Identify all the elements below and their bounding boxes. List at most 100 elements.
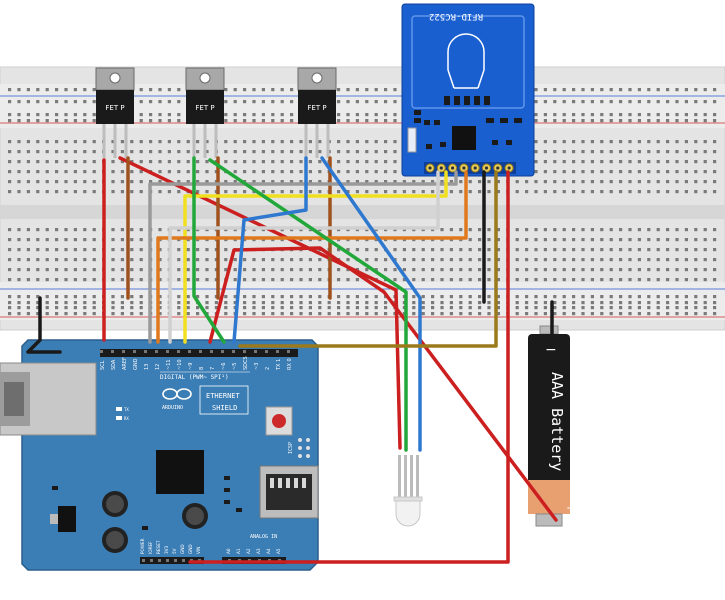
breadboard-hole: [355, 160, 359, 164]
breadboard-hole: [177, 140, 181, 144]
breadboard-hole: [224, 119, 228, 123]
breadboard-hole: [534, 228, 538, 232]
breadboard-hole: [694, 312, 698, 316]
breadboard-hole: [8, 312, 12, 316]
breadboard-hole: [55, 100, 59, 104]
breadboard-hole: [120, 190, 124, 194]
breadboard-hole: [365, 113, 369, 117]
breadboard-hole: [365, 88, 369, 92]
breadboard-hole: [346, 170, 350, 174]
breadboard-hole: [600, 268, 604, 272]
breadboard: [0, 66, 725, 331]
breadboard-hole: [318, 268, 322, 272]
breadboard-hole: [365, 119, 369, 123]
breadboard-hole: [468, 278, 472, 282]
breadboard-hole: [261, 150, 265, 154]
breadboard-hole: [543, 190, 547, 194]
breadboard-hole: [186, 306, 190, 310]
breadboard-hole: [196, 312, 200, 316]
breadboard-hole: [261, 278, 265, 282]
digital-pin-label: ~10: [177, 359, 183, 370]
breadboard-hole: [337, 88, 341, 92]
reset-button[interactable]: [265, 406, 293, 436]
breadboard-hole: [299, 295, 303, 299]
power-pin-label: POWER: [140, 538, 145, 554]
breadboard-hole: [130, 140, 134, 144]
breadboard-hole: [553, 119, 557, 123]
breadboard-hole: [666, 113, 670, 117]
breadboard-hole: [675, 113, 679, 117]
breadboard-hole: [196, 170, 200, 174]
breadboard-hole: [487, 278, 491, 282]
breadboard-hole: [45, 278, 49, 282]
breadboard-hole: [158, 248, 162, 252]
breadboard-hole: [92, 160, 96, 164]
breadboard-hole: [308, 312, 312, 316]
breadboard-hole: [656, 140, 660, 144]
breadboard-hole: [572, 268, 576, 272]
breadboard-hole: [55, 295, 59, 299]
breadboard-hole: [459, 306, 463, 310]
breadboard-hole: [243, 88, 247, 92]
breadboard-hole: [299, 258, 303, 262]
breadboard-hole: [73, 306, 77, 310]
breadboard-hole: [384, 160, 388, 164]
breadboard-hole: [637, 268, 641, 272]
breadboard-hole: [299, 180, 303, 184]
breadboard-hole: [83, 160, 87, 164]
breadboard-hole: [318, 312, 322, 316]
breadboard-hole: [186, 295, 190, 299]
breadboard-hole: [440, 190, 444, 194]
breadboard-hole: [55, 306, 59, 310]
breadboard-hole: [553, 248, 557, 252]
breadboard-hole: [478, 258, 482, 262]
breadboard-hole: [158, 150, 162, 154]
breadboard-hole: [459, 312, 463, 316]
breadboard-hole: [628, 258, 632, 262]
breadboard-hole: [167, 119, 171, 123]
breadboard-hole: [252, 119, 256, 123]
breadboard-hole: [628, 180, 632, 184]
breadboard-hole: [45, 312, 49, 316]
breadboard-hole: [713, 278, 717, 282]
breadboard-hole: [421, 312, 425, 316]
breadboard-hole: [73, 190, 77, 194]
breadboard-hole: [713, 295, 717, 299]
breadboard-hole: [26, 140, 30, 144]
breadboard-hole: [308, 278, 312, 282]
rfid-label: RFID-RC522: [429, 11, 483, 21]
breadboard-hole: [55, 180, 59, 184]
breadboard-hole: [600, 170, 604, 174]
breadboard-hole: [365, 301, 369, 305]
breadboard-hole: [515, 238, 519, 242]
breadboard-hole: [421, 306, 425, 310]
breadboard-hole: [243, 301, 247, 305]
breadboard-hole: [290, 88, 294, 92]
breadboard-hole: [73, 88, 77, 92]
breadboard-hole: [628, 238, 632, 242]
breadboard-hole: [8, 170, 12, 174]
breadboard-hole: [393, 140, 397, 144]
breadboard-hole: [355, 88, 359, 92]
breadboard-hole: [543, 301, 547, 305]
breadboard-hole: [17, 88, 21, 92]
breadboard-hole: [384, 100, 388, 104]
rgb-led: [393, 455, 423, 527]
breadboard-hole: [92, 248, 96, 252]
breadboard-hole: [17, 100, 21, 104]
breadboard-hole: [158, 190, 162, 194]
breadboard-hole: [130, 268, 134, 272]
breadboard-hole: [36, 312, 40, 316]
breadboard-hole: [534, 248, 538, 252]
breadboard-hole: [139, 150, 143, 154]
breadboard-hole: [440, 306, 444, 310]
breadboard-hole: [628, 170, 632, 174]
breadboard-hole: [158, 278, 162, 282]
wire-light-gray: [168, 170, 440, 344]
breadboard-hole: [412, 180, 416, 184]
breadboard-hole: [186, 180, 190, 184]
breadboard-hole: [224, 88, 228, 92]
breadboard-hole: [252, 180, 256, 184]
breadboard-hole: [196, 160, 200, 164]
